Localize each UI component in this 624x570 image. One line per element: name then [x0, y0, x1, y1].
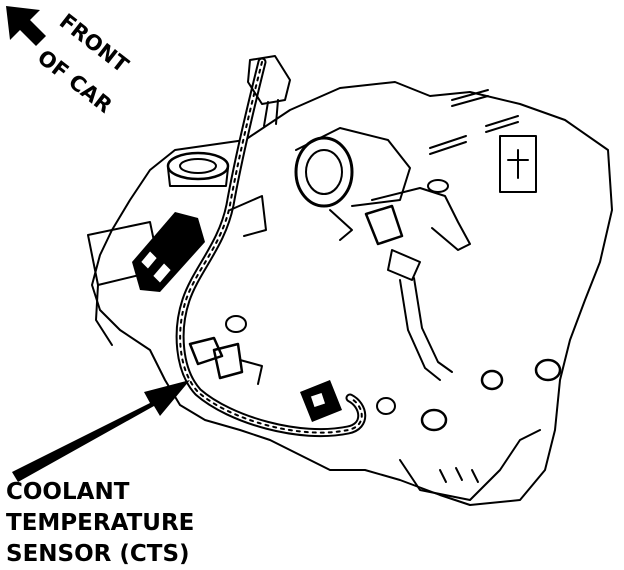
engine-line-art: [87, 55, 613, 506]
callout-line-2: TEMPERATURE: [6, 510, 194, 536]
callout-label: COOLANT TEMPERATURE SENSOR (CTS): [6, 479, 194, 567]
pointer-arrow-icon: [12, 380, 190, 482]
coolant-temperature-sensor: [188, 336, 263, 385]
sensor-connector: [300, 380, 342, 422]
thermostat-housing: [166, 151, 230, 187]
callout-line-1: COOLANT: [6, 479, 130, 505]
upper-hose: [87, 212, 205, 346]
throttle-body: [225, 127, 411, 333]
engine-block-outline: [91, 81, 613, 506]
throttle-linkage: [364, 179, 471, 381]
wiring-harness: [175, 55, 367, 438]
callout-pointer: [12, 380, 190, 482]
front-of-car-indicator: FRONT OF CAR: [6, 6, 133, 118]
lower-brackets: [376, 358, 562, 501]
stud-bolts: [429, 89, 537, 193]
callout-line-3: SENSOR (CTS): [6, 541, 190, 567]
up-left-arrow-icon: [6, 6, 46, 46]
